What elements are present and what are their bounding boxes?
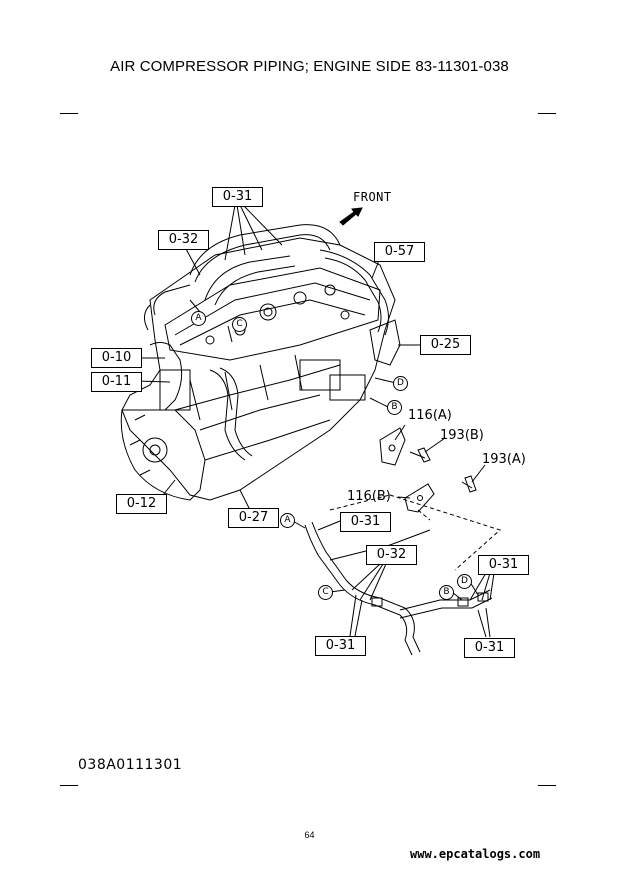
callout-0-32-mid: 0-32: [366, 545, 417, 565]
marker-c-pipe: C: [318, 585, 333, 600]
front-arrow-icon: [339, 207, 363, 226]
marker-b-pipe: B: [439, 585, 454, 600]
drawing-code: 038A0111301: [78, 757, 183, 773]
part-label-193b: 193(B): [440, 428, 484, 443]
callout-0-31-bottom-right: 0-31: [464, 638, 515, 658]
callout-0-10: 0-10: [91, 348, 142, 368]
engine-block-outline: [121, 237, 396, 501]
page-title: AIR COMPRESSOR PIPING; ENGINE SIDE 83-11…: [110, 58, 509, 75]
part-label-193a: 193(A): [482, 452, 526, 467]
marker-a-pipe: A: [280, 513, 295, 528]
crop-mark: [538, 785, 556, 786]
leader-lines: [224, 204, 283, 261]
callout-0-31-top: 0-31: [212, 187, 263, 207]
marker-d-engine: D: [393, 376, 408, 391]
callout-0-25: 0-25: [420, 335, 471, 355]
marker-a-engine: A: [191, 311, 206, 326]
crop-mark: [538, 113, 556, 114]
crop-mark: [60, 785, 78, 786]
callout-0-31-bottom-left: 0-31: [315, 636, 366, 656]
callout-0-27: 0-27: [228, 508, 279, 528]
part-label-116b: 116(B): [347, 489, 391, 504]
watermark-url: www.epcatalogs.com: [410, 847, 541, 861]
page-number: 64: [304, 830, 315, 840]
callout-0-57: 0-57: [374, 242, 425, 262]
marker-d-pipe: D: [457, 574, 472, 589]
front-direction-label: FRONT: [353, 190, 392, 204]
callout-0-32-top: 0-32: [158, 230, 209, 250]
callout-0-31-right: 0-31: [478, 555, 529, 575]
crop-mark: [60, 113, 78, 114]
callout-0-12: 0-12: [116, 494, 167, 514]
callout-0-11: 0-11: [91, 372, 142, 392]
callout-0-31-a: 0-31: [340, 512, 391, 532]
part-label-116a: 116(A): [408, 408, 452, 423]
marker-b-engine: B: [387, 400, 402, 415]
marker-c-engine: C: [232, 317, 247, 332]
